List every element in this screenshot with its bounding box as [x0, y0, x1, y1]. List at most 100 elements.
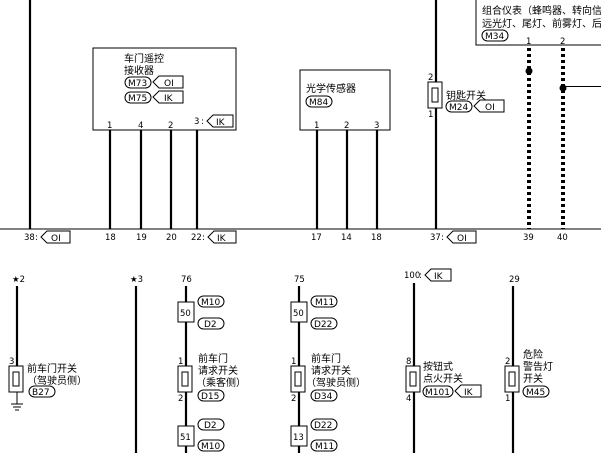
wire-39	[527, 46, 531, 229]
remote-receiver-title-2: 接收器	[124, 64, 154, 77]
cluster-box	[475, 0, 601, 46]
tag-oi-37-label: OI	[457, 234, 467, 244]
driver-req-pin-bottom: 2	[291, 394, 296, 404]
tag-oi-38	[40, 230, 71, 244]
front-door-switch-pin: 3	[9, 357, 14, 367]
hazard-line-3: 开关	[523, 372, 543, 385]
tag-ik-rr-label: IK	[216, 118, 226, 128]
connector-d22-top-label: D22	[314, 320, 332, 330]
connector-d2-top-label: D2	[204, 320, 217, 330]
num-100: 100	[404, 271, 420, 281]
passenger-req-line-2: 请求开关	[198, 364, 238, 377]
num-14: 14	[341, 233, 352, 243]
wire-40-branch	[563, 86, 601, 89]
svg-text::: :	[419, 271, 422, 281]
ls-pin-2: 2	[344, 121, 349, 131]
tag-oi-m24	[473, 99, 505, 113]
tag-ik-22-label: IK	[217, 234, 227, 244]
connector-m11-bot-label: M11	[315, 442, 334, 452]
front-door-switch-line-2: （驾驶员侧）	[27, 374, 87, 387]
connector-m11-bot	[310, 439, 338, 452]
cluster-line-2: 远光灯、尾灯、前雾灯、后雾灯	[482, 17, 601, 30]
junction-40	[559, 84, 567, 92]
ignition-pin-bottom: 4	[406, 394, 411, 404]
num-18b: 18	[371, 233, 382, 243]
num-22: 22	[191, 233, 202, 243]
connector-b27-label: B27	[32, 388, 50, 398]
driver-req-line-3: （驾驶员侧）	[306, 376, 366, 389]
connector-d34-label: D34	[314, 392, 333, 402]
tag-oi-m73	[152, 75, 184, 89]
key-switch-pin-bottom: 1	[428, 110, 433, 120]
hazard-pin-bottom: 1	[505, 394, 510, 404]
connector-d15	[197, 389, 225, 402]
wire-39-branch	[529, 69, 601, 72]
cluster-line-1: 组合仪表（蜂鸣器、转向信号灯	[482, 4, 601, 17]
svg-text::: :	[202, 233, 205, 243]
light-sensor-title: 光学传感器	[306, 82, 356, 95]
connector-m84-label: M84	[309, 98, 328, 108]
jc-50-p-label: 50	[180, 309, 191, 319]
connector-m34	[481, 29, 509, 42]
tag-ik-m101	[454, 384, 482, 398]
num-39: 39	[523, 233, 534, 243]
connector-b27	[28, 385, 56, 398]
key-switch-title: 钥匙开关	[446, 89, 486, 102]
remote-receiver-box	[92, 47, 237, 131]
connector-m101-label: M101	[425, 388, 450, 398]
ignition-line-2: 点火开关	[423, 372, 463, 385]
ignition-pin-top: 8	[406, 357, 411, 367]
connector-m10-bot	[197, 439, 225, 452]
jc-51-p-label: 51	[180, 433, 191, 443]
tag-ik-m75	[152, 90, 184, 104]
hazard-line-1: 危险	[523, 348, 543, 361]
num-20: 20	[166, 233, 177, 243]
tag-oi-m73-label: OI	[164, 79, 174, 89]
connector-m45-label: M45	[526, 388, 545, 398]
key-switch-contact	[431, 87, 439, 103]
svg-text::: :	[441, 233, 444, 243]
connector-m75	[124, 91, 152, 104]
cluster-pin-1: 1	[526, 37, 531, 47]
ignition-switch-contact	[409, 371, 417, 387]
num-star3: ★3	[130, 275, 143, 285]
remote-receiver-title-1: 车门遥控	[124, 52, 164, 65]
ls-pin-3: 3	[374, 121, 379, 131]
tag-oi-m24-label: OI	[485, 103, 495, 113]
driver-req-switch-contact	[294, 371, 302, 387]
connector-d15-label: D15	[201, 392, 219, 402]
rr-pin-4: 4	[138, 121, 143, 131]
connector-m24-label: M24	[449, 103, 468, 113]
connector-m10-bot-label: M10	[201, 442, 220, 452]
cluster-pin-2: 2	[560, 37, 565, 47]
passenger-req-pin-top: 1	[178, 357, 183, 367]
jc-13-d-label: 13	[293, 433, 304, 443]
tag-oi-37	[446, 230, 477, 244]
connector-d34	[310, 389, 338, 402]
passenger-req-pin-bottom: 2	[178, 394, 183, 404]
tag-ik-m101-label: IK	[464, 388, 474, 398]
tag-ik-100-label: IK	[434, 272, 444, 282]
light-sensor-box	[299, 69, 391, 131]
driver-req-line-2: 请求开关	[311, 364, 351, 377]
connector-m73	[124, 76, 152, 89]
tag-ik-22	[207, 230, 237, 244]
wire-40	[561, 46, 565, 229]
num-star2: ★2	[12, 275, 25, 285]
hazard-pin-top: 2	[505, 357, 510, 367]
connector-d2-bot	[197, 418, 225, 431]
num-76: 76	[181, 275, 192, 285]
rr-pin-1: 1	[107, 121, 112, 131]
num-19: 19	[136, 233, 147, 243]
rr-pin-2: 2	[168, 121, 173, 131]
num-75: 75	[294, 275, 305, 285]
connector-m73-label: M73	[128, 79, 147, 89]
tag-ik-m75-label: IK	[164, 94, 174, 104]
key-switch-pin-top: 2	[428, 73, 433, 83]
connector-d22-bot-label: D22	[314, 421, 332, 431]
svg-text::: :	[201, 117, 204, 127]
num-18: 18	[105, 233, 116, 243]
connector-m34-label: M34	[485, 32, 504, 42]
connector-m101	[422, 385, 454, 398]
